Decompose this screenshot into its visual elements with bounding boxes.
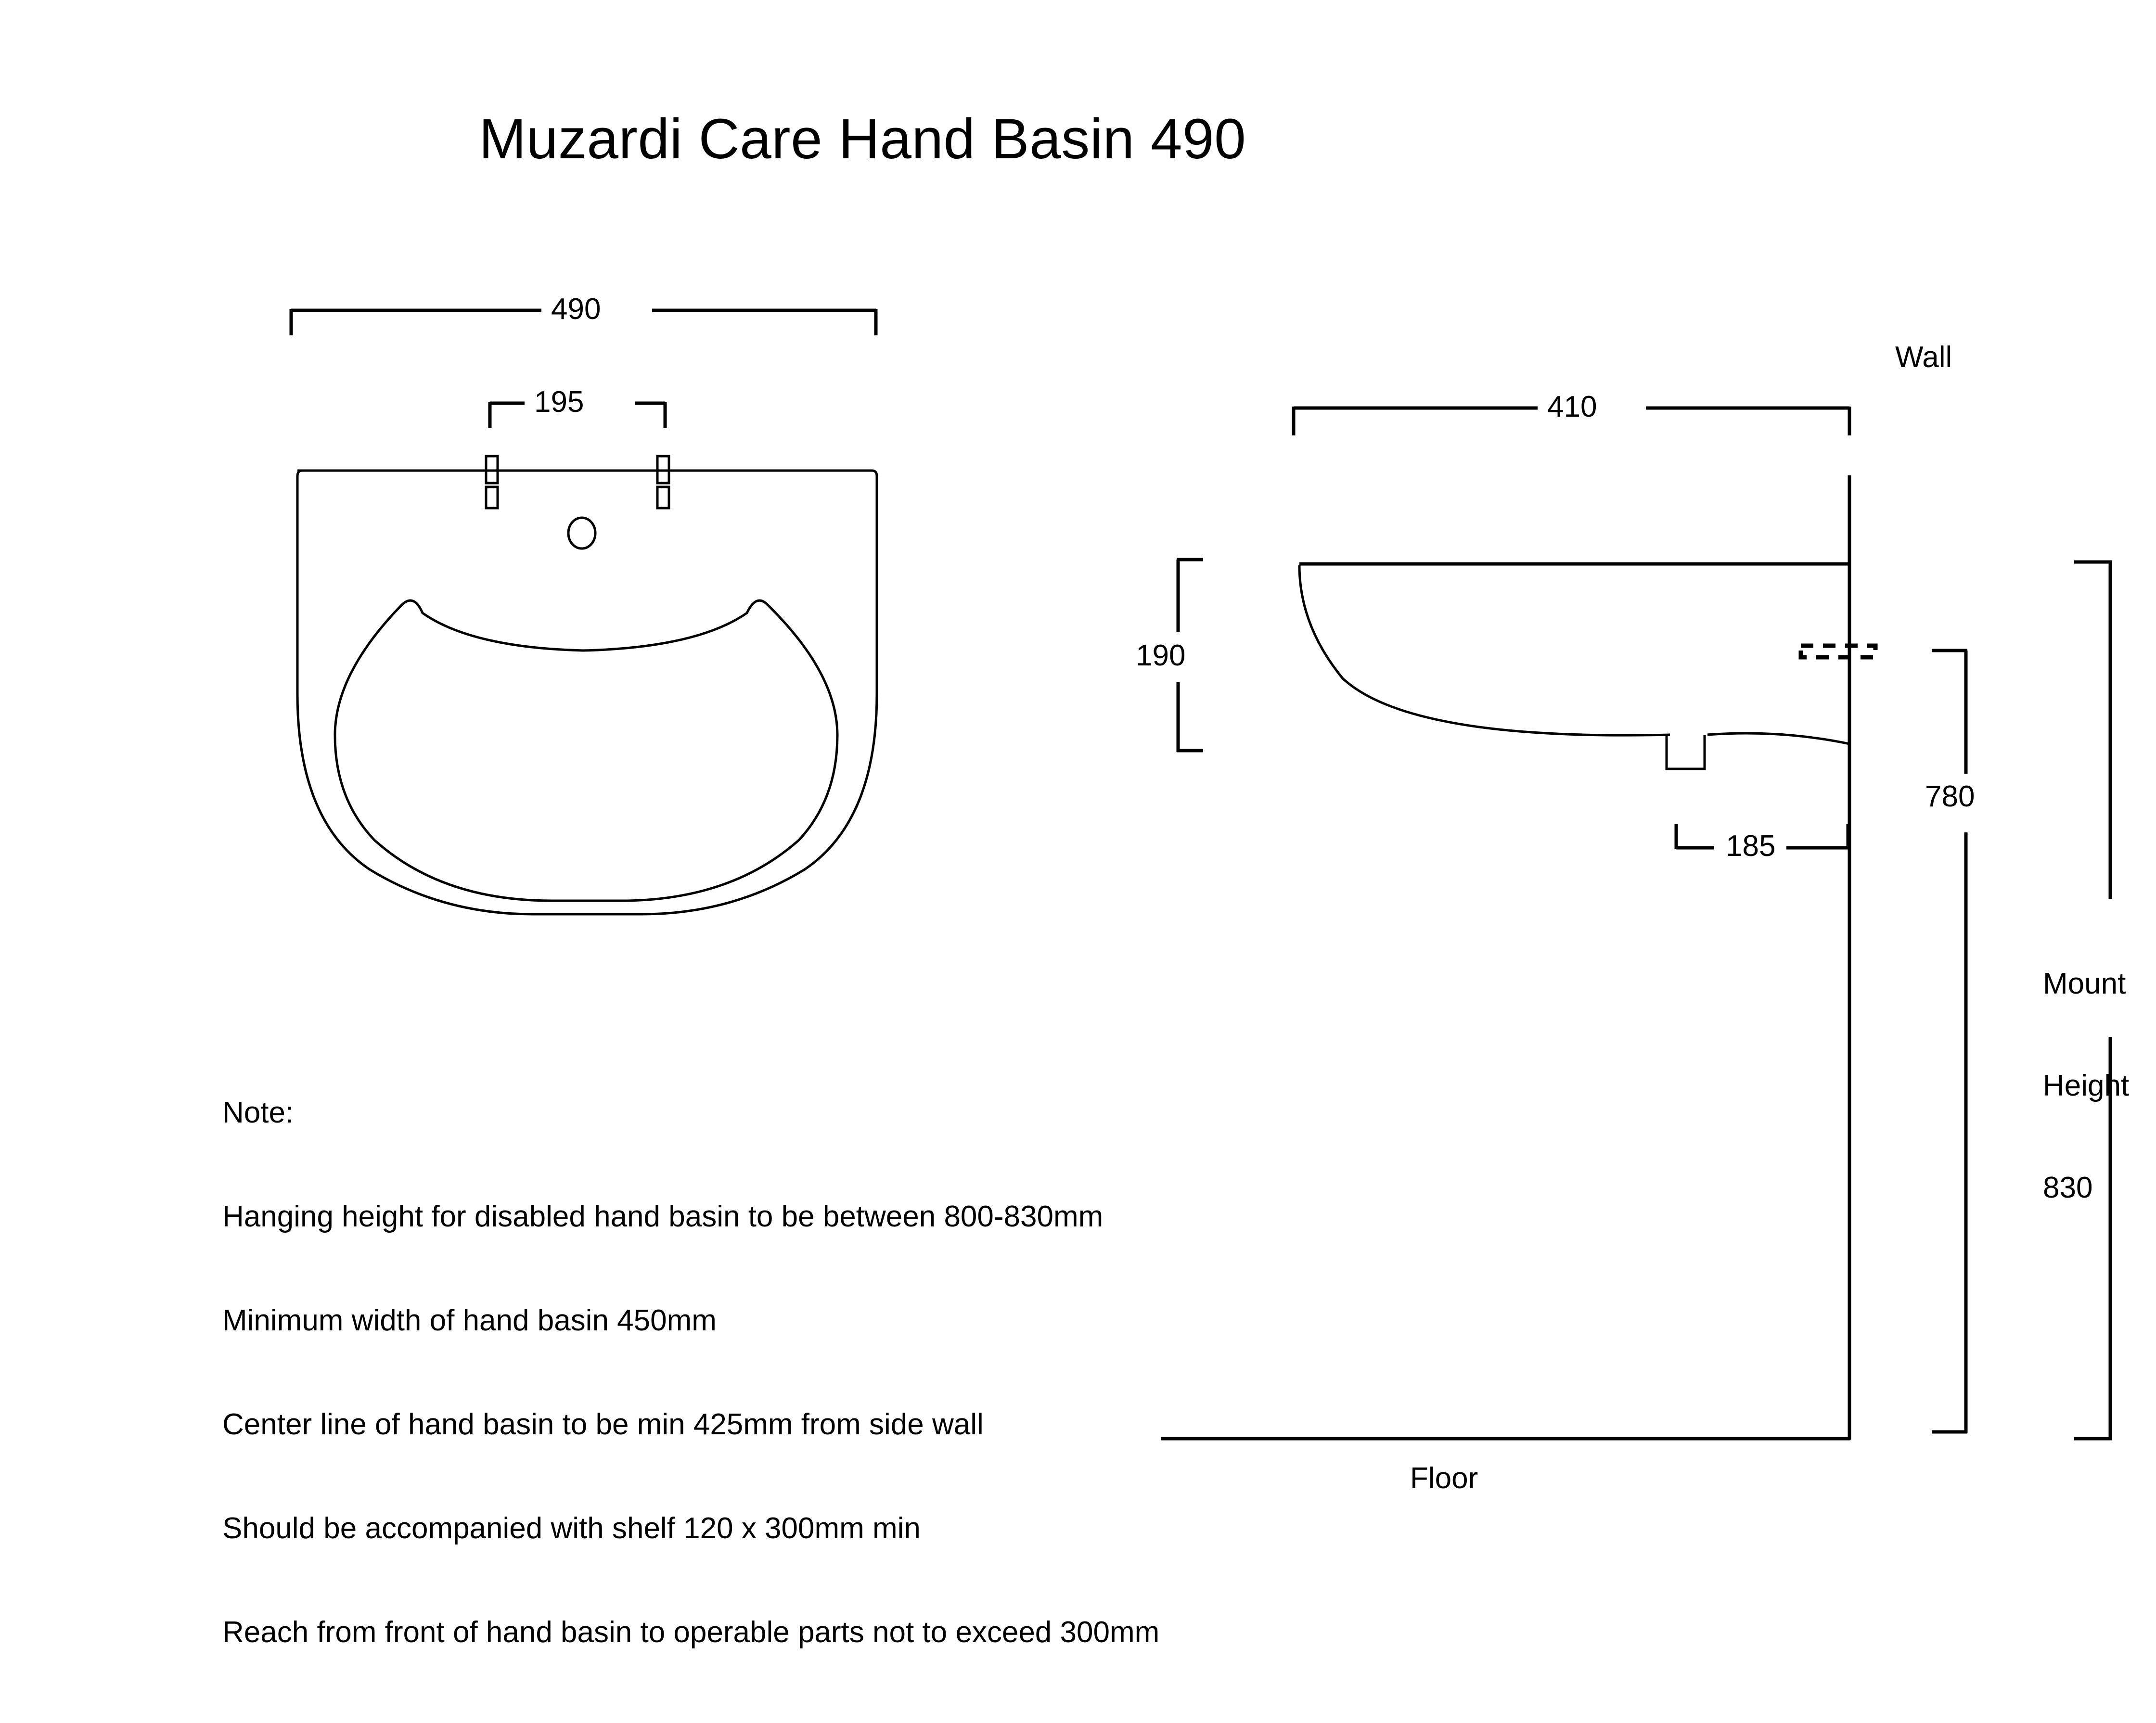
floor-label: Floor: [1410, 1462, 1478, 1495]
note-line: Should be accompanied with shelf 120 x 3…: [222, 1512, 921, 1545]
dimension-label-490: 490: [551, 293, 601, 326]
tap-hole-right: [656, 455, 670, 510]
note-block: Note: Hanging height for disabled hand b…: [222, 1038, 1159, 1722]
waste-notch: [1665, 735, 1706, 770]
dimension-label-195: 195: [534, 385, 584, 419]
basin-bowl-outline: [334, 599, 839, 902]
drawing-sheet: Muzardi Care Hand Basin 490: [222, 107, 2129, 1647]
overflow-hole: [567, 516, 597, 550]
mount-height-line-2: Height: [2043, 1069, 2130, 1102]
dimension-410: [1292, 406, 1851, 435]
side-elevation-view: [1161, 406, 2112, 1441]
front-elevation-view: [289, 308, 878, 916]
page-title: Muzardi Care Hand Basin 490: [479, 107, 1246, 171]
basin-back-underside-line: [1707, 732, 1850, 745]
drawing-canvas: [289, 308, 2112, 1441]
wall-bracket-hidden: [1798, 643, 1878, 660]
dimension-490: [289, 308, 878, 335]
dimension-label-190: 190: [1136, 639, 1186, 672]
mount-height-line-1: Mount: [2043, 967, 2126, 1000]
tap-hole-left: [485, 455, 499, 510]
wall-label: Wall: [1895, 341, 1952, 374]
note-heading: Note:: [222, 1096, 294, 1129]
note-line: Reach from front of hand basin to operab…: [222, 1616, 1160, 1649]
basin-front-outline: [296, 469, 878, 916]
dimension-190: [1176, 558, 1203, 753]
dimension-mount-height: [2074, 560, 2112, 1441]
dimension-label-185: 185: [1726, 830, 1776, 863]
dimension-780: [1932, 649, 1968, 1434]
basin-profile-curve: [1298, 565, 1670, 737]
mount-height-label: Mount Height 830: [2043, 909, 2129, 1275]
dimension-195: [488, 401, 667, 428]
dimension-label-410: 410: [1547, 390, 1597, 423]
mount-height-line-3: 830: [2043, 1171, 2093, 1204]
dimension-label-780: 780: [1925, 780, 1975, 813]
note-line: Minimum width of hand basin 450mm: [222, 1304, 717, 1337]
note-line: Hanging height for disabled hand basin t…: [222, 1200, 1104, 1233]
note-line: Center line of hand basin to be min 425m…: [222, 1408, 984, 1441]
dimension-185: [1674, 824, 1850, 850]
